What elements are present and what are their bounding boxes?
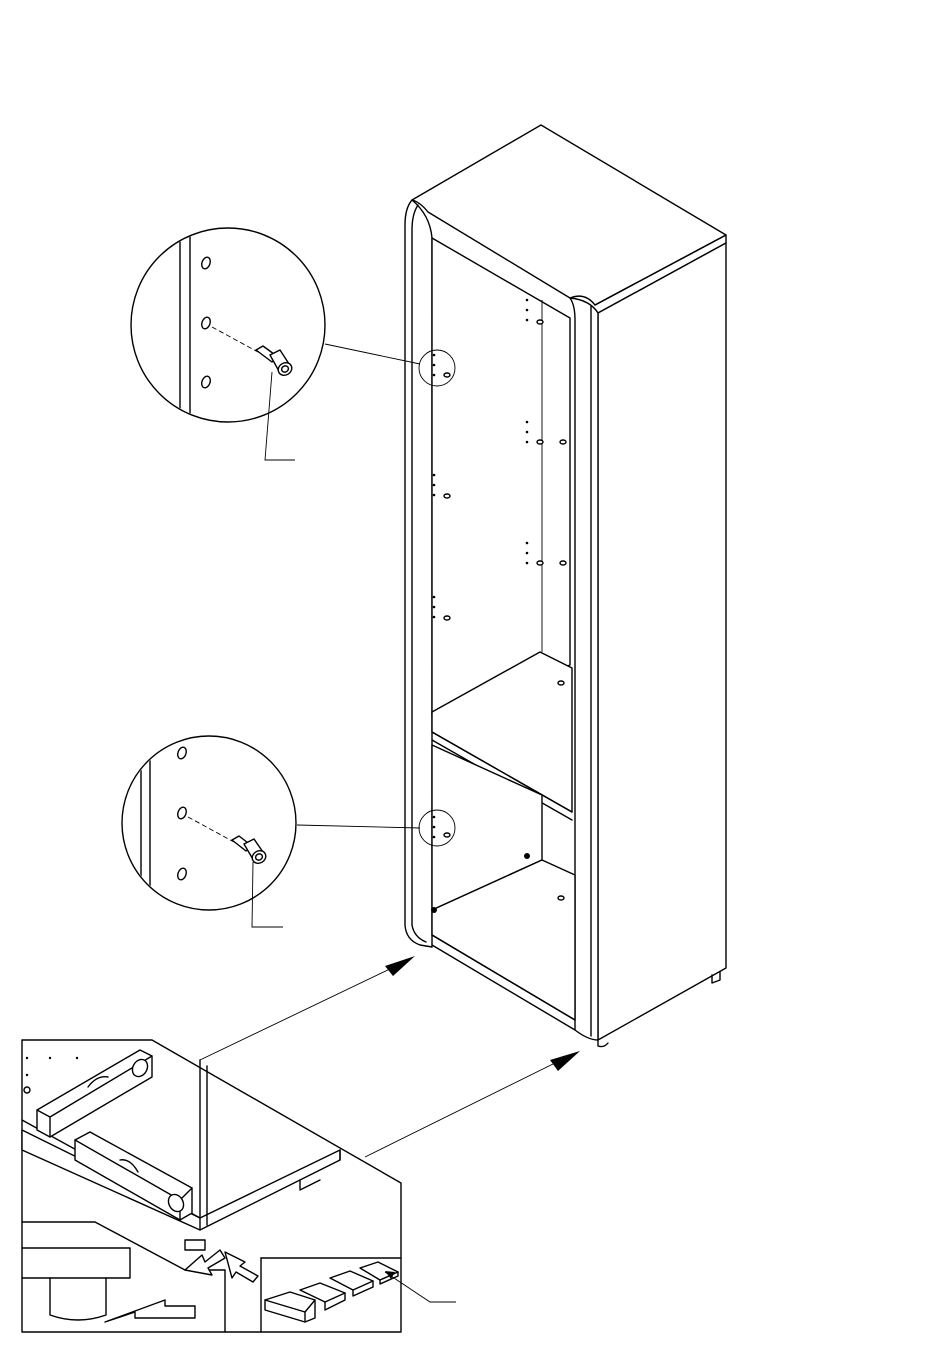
arrow-head-left-icon — [385, 956, 415, 976]
arrow-line-left — [200, 968, 392, 1060]
leveling-detail-inset — [22, 956, 580, 1332]
cabinet — [405, 125, 726, 1047]
cabinet-right-side-panel — [598, 243, 726, 1040]
push-arrow-icon-3 — [105, 1300, 195, 1322]
push-arrow-icon-1 — [185, 1250, 225, 1275]
shelf-pin-icon — [256, 346, 294, 378]
detail-view-lower-pin — [122, 730, 420, 927]
cabinet-left-side-panel — [405, 200, 432, 947]
arrow-line-right — [365, 1062, 557, 1157]
arrow-head-right-icon — [550, 1051, 580, 1071]
leveling-shims — [265, 1262, 398, 1322]
detail-view-upper-pin — [131, 220, 420, 460]
cabinet-back-panel — [432, 238, 570, 715]
shelf-pin-icon-lower — [232, 836, 268, 866]
spirit-level-icon — [37, 1050, 152, 1137]
push-arrow-icon-2 — [225, 1252, 258, 1282]
callout-leader-lower — [252, 862, 283, 927]
callout-leader-upper — [265, 372, 295, 460]
